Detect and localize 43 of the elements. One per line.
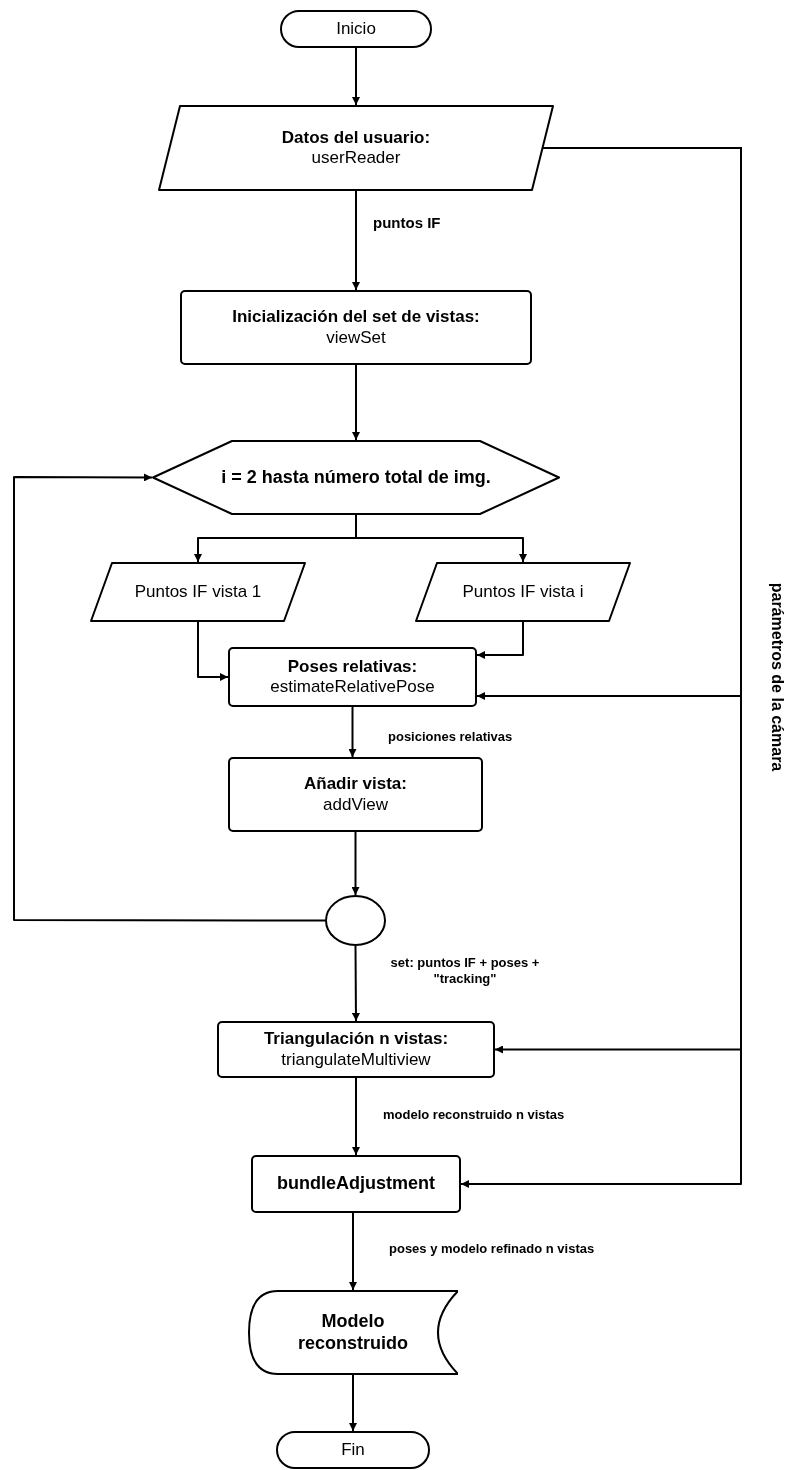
process-box xyxy=(228,757,483,832)
node-title: bundleAdjustment xyxy=(276,1173,436,1195)
arrow xyxy=(197,621,229,681)
process-box xyxy=(180,290,532,365)
arrow xyxy=(349,1374,357,1432)
arrow xyxy=(351,831,360,896)
arrow xyxy=(352,364,360,441)
node-title: Puntos IF vista 1 xyxy=(133,581,263,603)
node-title: Poses relativas: xyxy=(286,656,419,677)
input-parallelogram xyxy=(90,562,306,622)
node-text: addView xyxy=(322,794,389,815)
arrow xyxy=(352,1077,360,1156)
arrow xyxy=(351,945,360,1022)
process-box xyxy=(228,647,477,707)
connector-circle xyxy=(325,895,386,946)
end-terminal xyxy=(276,1431,430,1469)
loop-hexagon xyxy=(152,440,560,515)
node-title: Modelo reconstruido xyxy=(297,1310,409,1355)
node-text: userReader xyxy=(310,148,402,169)
stored-data-shape xyxy=(248,1290,458,1375)
arrow xyxy=(349,1212,357,1291)
input-parallelogram xyxy=(158,105,554,191)
process-box xyxy=(217,1021,495,1078)
node-title: Inicialización del set de vistas: xyxy=(231,307,481,328)
node-text: triangulateMultiview xyxy=(280,1049,432,1070)
node-title: Inicio xyxy=(335,18,377,40)
node-title: Datos del usuario: xyxy=(280,127,432,148)
arrow xyxy=(352,190,360,291)
input-parallelogram xyxy=(415,562,631,622)
node-title: Fin xyxy=(340,1439,366,1461)
node-title: Triangulación n vistas: xyxy=(262,1029,450,1050)
process-box xyxy=(251,1155,461,1213)
arrow xyxy=(13,473,326,922)
start-terminal xyxy=(280,10,432,48)
arrow xyxy=(348,706,357,758)
arrow xyxy=(460,147,742,1188)
node-title: Puntos IF vista i xyxy=(461,581,585,603)
node-text: estimateRelativePose xyxy=(269,677,436,698)
node-title: i = 2 hasta número total de img. xyxy=(220,466,492,489)
arrow xyxy=(352,47,360,106)
node-title: Añadir vista: xyxy=(303,774,408,795)
arrow xyxy=(476,621,524,659)
node-text: viewSet xyxy=(325,327,387,348)
